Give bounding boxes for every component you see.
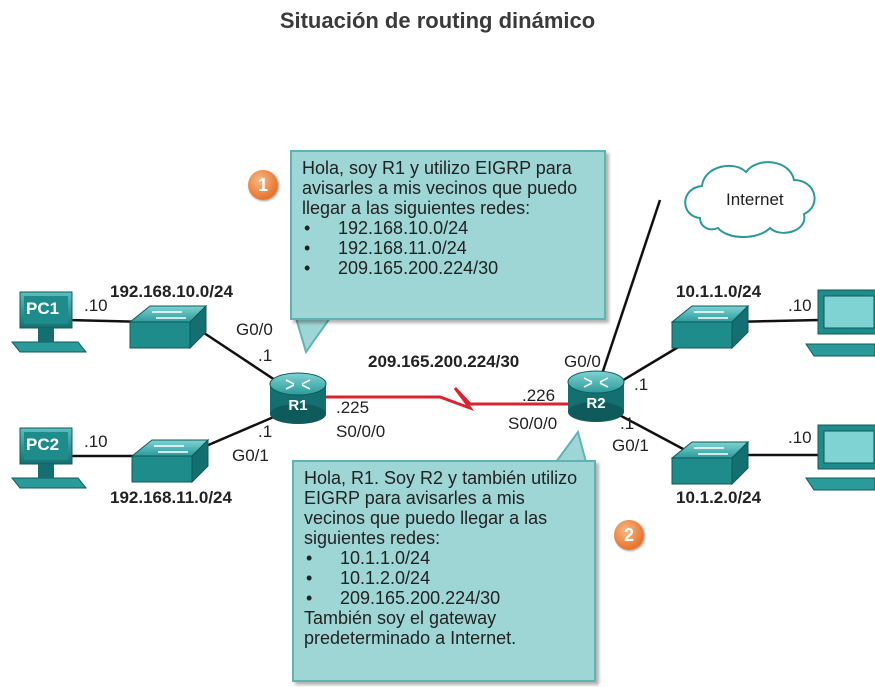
- r1-g00-host-label: .1: [258, 346, 273, 365]
- step-2-badge: 2: [614, 520, 644, 550]
- r1-label: R1: [288, 397, 308, 414]
- pc3-icon: [805, 289, 875, 357]
- callout-r2-intro: Hola, R1. Soy R2 y también utilizo EIGRP…: [304, 468, 578, 548]
- lan-192-168-10-label: 192.168.10.0/24: [110, 282, 233, 301]
- pc1-label: PC1: [26, 299, 60, 318]
- list-item: 10.1.1.0/24: [304, 548, 584, 568]
- serial-link-r1-r2: [318, 386, 568, 412]
- pc1-host-label: .10: [84, 296, 108, 315]
- callout-r2-network-list: 10.1.1.0/24 10.1.2.0/24 209.165.200.224/…: [304, 548, 584, 608]
- r2-s000-host-label: .226: [522, 386, 556, 405]
- pc1-icon: [10, 291, 88, 353]
- r1-s000-label: S0/0/0: [336, 422, 386, 441]
- lan-10-1-2-label: 10.1.2.0/24: [676, 488, 762, 507]
- pc2-icon: [10, 427, 88, 489]
- step-1-badge: 1: [248, 170, 278, 200]
- switch-sw2-icon: [130, 438, 210, 484]
- r2-g00-label: G0/0: [564, 352, 601, 371]
- pc2-label: PC2: [26, 435, 60, 454]
- pc2-host-label: .10: [84, 432, 108, 451]
- internet-label: Internet: [726, 190, 784, 209]
- pc4-host-label: .10: [788, 428, 812, 447]
- r2-g00-host-label: .1: [634, 375, 649, 394]
- callout-r2: Hola, R1. Soy R2 y también utilizo EIGRP…: [292, 460, 596, 682]
- diagram-title: Situación de routing dinámico: [279, 8, 596, 33]
- switch-sw1-icon: [128, 304, 208, 350]
- r2-g01-label: G0/1: [612, 436, 649, 455]
- switch-sw3-icon: [670, 304, 750, 350]
- r2-g01-host-label: .1: [620, 414, 635, 433]
- internet-cloud-icon: [684, 161, 816, 238]
- r1-s000-host-label: .225: [336, 398, 370, 417]
- lan-192-168-11-label: 192.168.11.0/24: [110, 488, 232, 507]
- r1-g01-label: G0/1: [232, 446, 269, 465]
- router-r2-icon: [567, 370, 625, 422]
- wan-network-label: 209.165.200.224/30: [368, 352, 520, 371]
- callout2-tail: [554, 429, 588, 463]
- pc4-icon: [805, 424, 875, 491]
- pc3-host-label: .10: [788, 296, 812, 315]
- callout-r1-intro: Hola, soy R1 y utilizo EIGRP para avisar…: [302, 158, 578, 218]
- list-item: 192.168.11.0/24: [302, 238, 594, 258]
- callout-r1-network-list: 192.168.10.0/24 192.168.11.0/24 209.165.…: [302, 218, 594, 278]
- list-item: 209.165.200.224/30: [304, 588, 584, 608]
- list-item: 209.165.200.224/30: [302, 258, 594, 278]
- router-r1-icon: [269, 372, 327, 424]
- list-item: 10.1.2.0/24: [304, 568, 584, 588]
- callout-r1: Hola, soy R1 y utilizo EIGRP para avisar…: [290, 150, 606, 320]
- r2-s000-label: S0/0/0: [508, 414, 558, 433]
- lan-10-1-1-label: 10.1.1.0/24: [676, 282, 762, 301]
- switch-sw4-icon: [670, 440, 750, 486]
- callout1-tail: [294, 317, 332, 355]
- callout-r2-outro: También soy el gateway predeterminado a …: [304, 608, 517, 648]
- list-item: 192.168.10.0/24: [302, 218, 594, 238]
- r2-label: R2: [586, 395, 606, 412]
- r1-g00-label: G0/0: [236, 320, 273, 339]
- link-r2-internet: [598, 199, 662, 381]
- r1-g01-host-label: .1: [258, 422, 273, 441]
